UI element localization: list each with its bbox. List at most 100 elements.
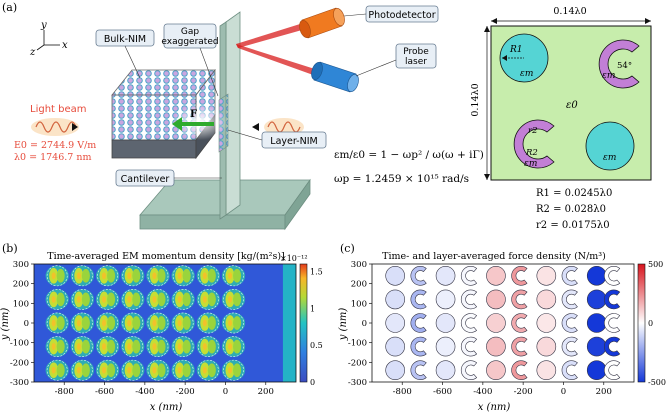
heatmap-cell-outline (223, 359, 244, 381)
force-crescent (410, 336, 427, 357)
force-circle (385, 265, 405, 286)
heatmap-peak (227, 343, 233, 351)
callout-gap-text-2: exaggerated (161, 37, 218, 47)
heatmap-peak (202, 272, 207, 280)
e0-value: E0 = 2744.9 V/m (14, 140, 96, 151)
force-crescent (460, 266, 478, 286)
probe-beam (236, 44, 318, 76)
heatmap-peak (152, 319, 157, 327)
heatmap-cell-outline (223, 289, 244, 310)
colorbar-tick-label: 1 (310, 304, 315, 313)
force-circle (536, 336, 557, 357)
heatmap-hotspot (132, 339, 141, 354)
heatmap-cell-outline (172, 336, 194, 357)
heatmap-cell-outline (172, 359, 194, 381)
axis-y-label: y (40, 20, 47, 31)
panel-c-label: (c) (340, 242, 355, 255)
heatmap-cell-outline (147, 265, 169, 287)
heatmap-cell-outline (223, 312, 244, 334)
heatmap-hotspot (207, 292, 216, 307)
force-circle (385, 289, 405, 310)
param-r1: R1 = 0.0245λ0 (536, 188, 612, 199)
heatmap-peak (177, 343, 182, 351)
heatmap-peak (127, 272, 132, 280)
heatmap-cell-outline (97, 265, 118, 287)
heatmap-hotspot (182, 363, 191, 378)
x-tick-label: -800 (55, 387, 74, 397)
heatmap-peak (202, 366, 207, 374)
heatmap-hotspot (207, 363, 216, 378)
callout-cantilever-text: Cantilever (121, 174, 170, 185)
force-crescent (511, 313, 528, 333)
param-r2-small: r2 = 0.0175λ0 (536, 220, 610, 231)
heatmap-peak (227, 295, 233, 303)
force-circle (536, 360, 557, 381)
heatmap-peak (152, 366, 157, 374)
force-circle (385, 360, 405, 381)
callout-gap (163, 23, 217, 49)
heatmap-peak (76, 343, 81, 351)
force-crescent (604, 313, 621, 333)
x-tick-label: 200 (596, 387, 612, 397)
heatmap-cell-outline (147, 312, 169, 334)
unit-cell-side-dim: 0.14λ0 (470, 83, 481, 116)
heatmap-hotspot (182, 339, 191, 354)
force-crescent (511, 289, 528, 310)
panel-b-multiplier: ×10⁻¹² (280, 254, 308, 263)
axis-z-label: z (29, 47, 36, 58)
plot-frame (33, 263, 297, 383)
force-circle (435, 313, 456, 333)
callout-bulk-nim-text: Bulk-NIM (104, 34, 146, 45)
heatmap-peak (102, 319, 107, 327)
force-circle (536, 313, 557, 333)
x-tick-label: 0 (561, 387, 566, 397)
unit-cell-eps-m-3: εm (524, 159, 537, 169)
heatmap-cell-outline (223, 265, 244, 287)
force-circle (486, 360, 506, 381)
heatmap-cell-outline (147, 336, 169, 357)
heatmap-hotspot (233, 339, 242, 354)
heatmap-hotspot (207, 268, 216, 283)
heatmap-hotspot (107, 363, 116, 378)
force-crescent (460, 360, 478, 380)
heatmap-hotspot (107, 339, 116, 354)
heatmap-peak (177, 272, 182, 280)
y-tick-label: 300 (13, 260, 29, 270)
x-tick-label: 0 (223, 387, 228, 397)
heatmap-hotspot (132, 292, 141, 307)
force-crescent (460, 313, 478, 333)
heatmap-cell-outline (46, 312, 68, 334)
heatmap-hotspot (107, 268, 116, 283)
panel-c-ylabel: y (nm) (338, 308, 349, 342)
force-circle (486, 265, 506, 286)
heatmap-cell-outline (197, 289, 219, 310)
callout-probe-text-1: Probe (403, 47, 429, 57)
reflected-beam (236, 24, 302, 48)
force-arrow (172, 117, 214, 131)
force-circle (435, 265, 456, 286)
force-circle (435, 360, 456, 381)
unit-cell-top-dim: 0.14λ0 (553, 6, 586, 17)
force-circle (586, 360, 607, 381)
x-tick-label: -600 (95, 387, 114, 397)
colorbar-tick-label: 0.5 (310, 341, 323, 350)
panel-c-title: Time- and layer-averaged force density (… (382, 251, 606, 262)
x-tick-label: -200 (176, 387, 195, 397)
heatmap-cell-outline (46, 336, 68, 357)
heatmap-cell-outline (71, 312, 93, 334)
heatmap-hotspot (157, 363, 166, 378)
panel-c-xlabel: x (nm) (478, 402, 511, 413)
y-tick-label: -200 (348, 358, 367, 368)
callout-gap-text-1: Gap (181, 27, 199, 37)
heatmap-hotspot (107, 292, 116, 307)
unit-cell-crescent-tr (598, 39, 640, 89)
heatmap-peak (102, 272, 107, 280)
heatmap-peak (76, 272, 81, 280)
force-crescent (410, 313, 427, 333)
force-crescent (604, 336, 621, 357)
y-tick-label: 0 (24, 319, 29, 329)
heatmap-hotspot (56, 363, 65, 378)
colorbar (637, 263, 646, 383)
panel-b-xlabel: x (nm) (150, 402, 183, 413)
